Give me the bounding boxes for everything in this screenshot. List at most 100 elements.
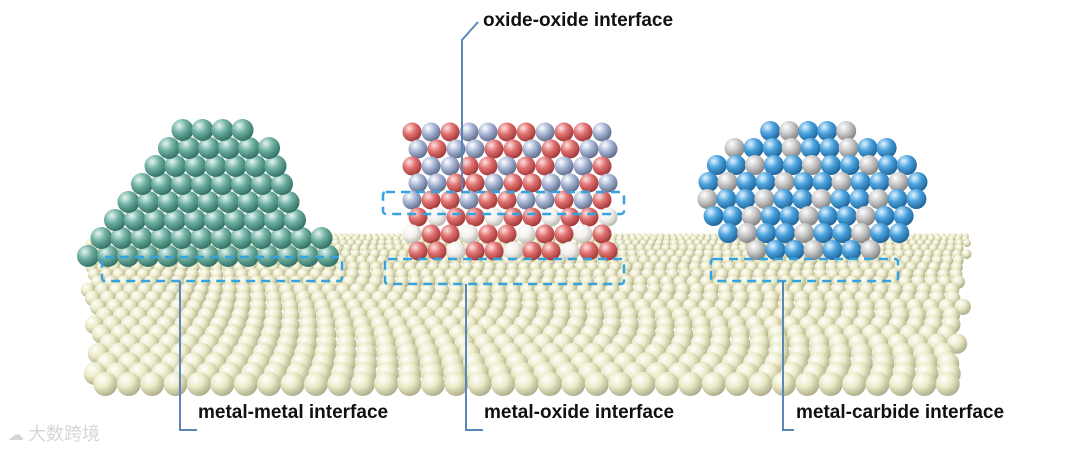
substrate-atom (398, 372, 422, 396)
carbide-atom (801, 138, 821, 158)
carbide-atom (726, 155, 746, 175)
oxide-atom (485, 174, 504, 193)
metal-atom (91, 227, 113, 249)
watermark: ☁大数跨境 (8, 420, 100, 446)
carbide-atom (878, 155, 898, 175)
carbide-atom (707, 155, 727, 175)
carbide-atom (792, 189, 812, 209)
oxide-atom (447, 208, 466, 227)
carbide-atom (782, 138, 802, 158)
metal-atom (258, 137, 280, 159)
metal-atom (145, 155, 167, 177)
oxide-atom (441, 157, 460, 176)
oxide-atom (504, 242, 523, 261)
carbide-atom (794, 223, 814, 243)
substrate-atom (538, 372, 562, 396)
carbide-atom (818, 206, 838, 226)
oxide-atom (580, 208, 599, 227)
substrate-atom (962, 249, 972, 259)
oxide-atom (536, 225, 555, 244)
carbide-atom (775, 172, 795, 192)
oxide-atom (466, 140, 485, 159)
oxide-atom (523, 208, 542, 227)
carbide-atom (821, 155, 841, 175)
oxide-atom (593, 191, 612, 210)
carbide-atom (718, 172, 738, 192)
oxide-atom (466, 242, 485, 261)
carbide-atom (817, 121, 837, 141)
substrate-atom (515, 372, 539, 396)
metal-atom (172, 119, 194, 141)
carbide-atom (908, 172, 928, 192)
oxide-atom (599, 208, 618, 227)
carbide-atom (836, 121, 856, 141)
oxide-atom (428, 242, 447, 261)
oxide-atom (479, 225, 498, 244)
carbide-atom (820, 138, 840, 158)
oxide-atom (447, 242, 466, 261)
carbide-atom (794, 172, 814, 192)
carbide-atom (859, 155, 879, 175)
substrate-atom (117, 372, 141, 396)
oxide-atom (504, 208, 523, 227)
metal-atom (158, 137, 180, 159)
carbide-atom (887, 189, 907, 209)
substrate-atom (561, 372, 585, 396)
metal-atom (104, 209, 126, 231)
oxide-atom (574, 157, 593, 176)
substrate-atom (351, 372, 375, 396)
oxide-atom (460, 225, 479, 244)
carbide-atom (725, 138, 745, 158)
carbide-atom (773, 189, 793, 209)
carbide-atom (813, 223, 833, 243)
oxide-atom (498, 225, 517, 244)
oxide-atom (593, 225, 612, 244)
substrate-atom (374, 372, 398, 396)
oxide-atom (422, 191, 441, 210)
oxide-atom (561, 208, 580, 227)
carbide-atom (775, 223, 795, 243)
carbide-atom (783, 155, 803, 175)
oxide-atom (555, 123, 574, 142)
substrate-atom (795, 372, 819, 396)
substrate-atom (936, 372, 960, 396)
carbide-atom (851, 172, 871, 192)
substrate-atom (93, 372, 117, 396)
carbide-atom (761, 206, 781, 226)
carbide-atom (851, 223, 871, 243)
oxide-atom (479, 157, 498, 176)
oxide-atom (403, 191, 422, 210)
metal-atom (232, 119, 254, 141)
substrate-atom (702, 372, 726, 396)
carbide-atom (858, 138, 878, 158)
carbide-atom (832, 223, 852, 243)
metal-atom (192, 119, 214, 141)
carbide-atom (830, 189, 850, 209)
carbide-atom (745, 155, 765, 175)
oxide-atom (428, 140, 447, 159)
carbide-atom (718, 223, 738, 243)
carbide-atom (889, 172, 909, 192)
carbide-atom (780, 206, 800, 226)
carbide-atom (754, 189, 774, 209)
oxide-atom (561, 140, 580, 159)
carbide-atom (813, 172, 833, 192)
oxide-atom (485, 242, 504, 261)
carbide-atom (737, 223, 757, 243)
oxide-atom (574, 123, 593, 142)
substrate-atom (257, 372, 281, 396)
carbide-atom (742, 206, 762, 226)
carbide-atom (906, 189, 926, 209)
substrate-atom (678, 372, 702, 396)
carbide-atom (870, 223, 890, 243)
carbide-atom (856, 206, 876, 226)
metal-metal-interface-label: metal-metal interface (198, 402, 388, 424)
oxide-atom (523, 140, 542, 159)
oxide-atom (466, 174, 485, 193)
oxide-atom (542, 208, 561, 227)
carbide-atom (760, 121, 780, 141)
oxide-oxide-interface-label: oxide-oxide interface (483, 10, 673, 32)
carbide-atom (697, 189, 717, 209)
oxide-atom (504, 174, 523, 193)
